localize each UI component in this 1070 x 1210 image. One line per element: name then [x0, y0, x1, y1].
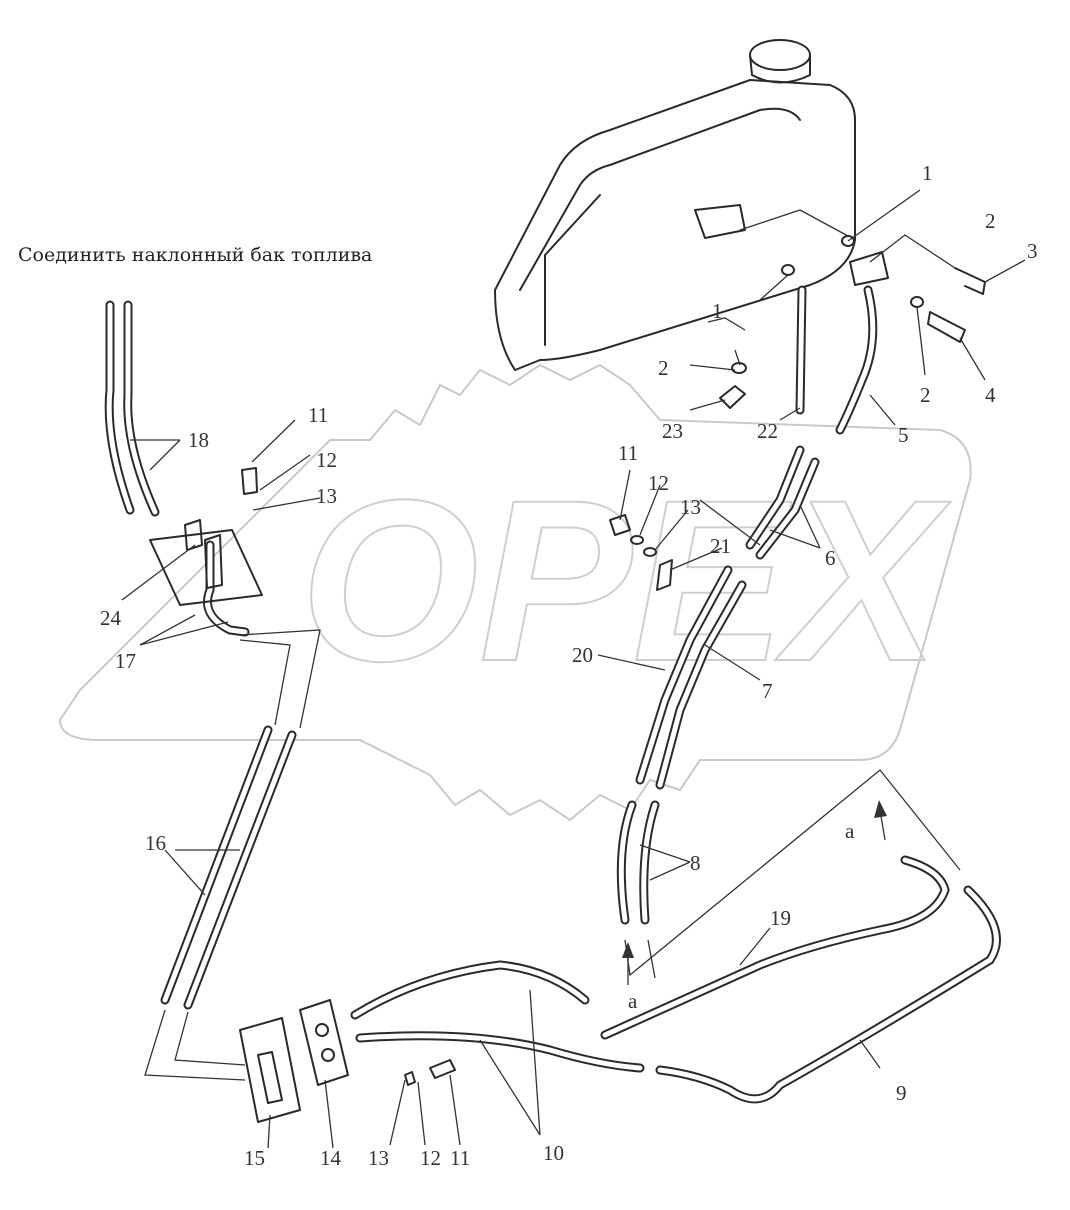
callout-10: 10: [543, 1141, 564, 1165]
callout-8: 8: [690, 851, 701, 875]
callout-16: 16: [145, 831, 166, 855]
callout-7: 7: [762, 679, 773, 703]
callout-22: 22: [757, 419, 778, 443]
callout-2: 2: [658, 356, 669, 380]
callout-18: 18: [188, 428, 209, 452]
filler-cap: [749, 39, 811, 71]
flange-plates: [239, 999, 456, 1123]
callout-12: 12: [648, 471, 669, 495]
callout-3: 3: [1027, 239, 1038, 263]
callout-13: 13: [368, 1146, 389, 1170]
callout-4: 4: [985, 383, 996, 407]
callout-1: 1: [712, 299, 723, 323]
callout-2: 2: [920, 383, 931, 407]
callout-23: 23: [662, 419, 683, 443]
arrow-label-a: a: [628, 989, 638, 1013]
diagram-caption: Соединить наклонный бак топлива: [18, 244, 373, 266]
arrow-up-icon: [622, 942, 634, 958]
callout-15: 15: [244, 1146, 265, 1170]
arrow-up-icon: [874, 800, 887, 818]
callout-2: 2: [985, 209, 996, 233]
callout-6: 6: [825, 546, 836, 570]
arrow-label-a: a: [845, 819, 855, 843]
plate-15: [239, 1017, 301, 1123]
callout-20: 20: [572, 643, 593, 667]
callout-11: 11: [450, 1146, 470, 1170]
callout-11: 11: [308, 403, 328, 427]
callout-19: 19: [770, 906, 791, 930]
fuel-tank: [494, 39, 856, 371]
pipes: [104, 285, 1001, 1104]
callout-11: 11: [618, 441, 638, 465]
watermark-gear: [58, 363, 972, 822]
manifold-plate: [149, 467, 263, 606]
callout-12: 12: [420, 1146, 441, 1170]
callout-9: 9: [896, 1081, 907, 1105]
callout-labels: 1 1 2 2 2 3 4 5 6 7 8 9 10 11 12 13 11 1…: [100, 161, 1038, 1170]
leader-lines: [121, 189, 1026, 1149]
callout-13: 13: [316, 484, 337, 508]
callout-14: 14: [320, 1146, 342, 1170]
plate-14: [299, 999, 349, 1086]
fittings-mid: [609, 514, 673, 591]
callout-13: 13: [680, 495, 701, 519]
fuel-tank-body: [494, 79, 856, 371]
callout-1: 1: [922, 161, 933, 185]
callout-5: 5: [898, 423, 909, 447]
callout-12: 12: [316, 448, 337, 472]
direction-arrows: [622, 800, 887, 985]
callout-17: 17: [115, 649, 136, 673]
callout-21: 21: [710, 534, 731, 558]
callout-24: 24: [100, 606, 122, 630]
tank-bracket: [694, 204, 746, 239]
